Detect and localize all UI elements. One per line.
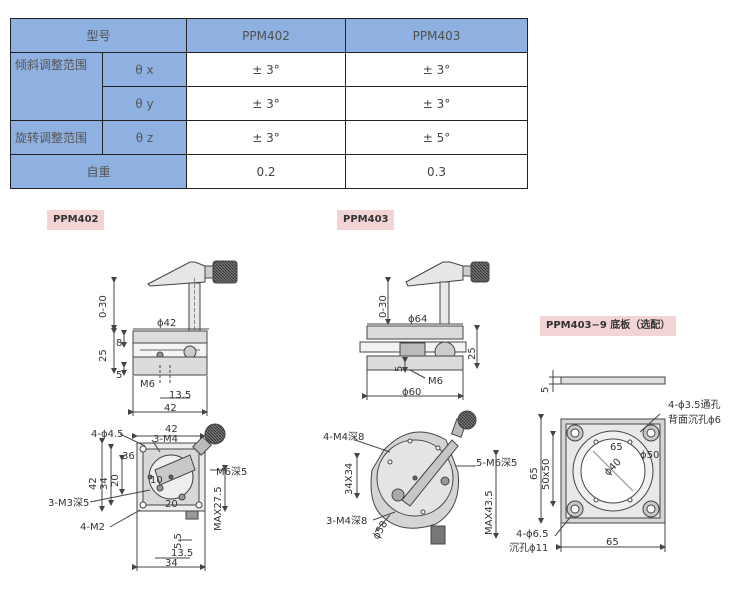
dim403-d60: ϕ60 [402,387,421,398]
dim402-h5: 5 [116,370,122,381]
dim403-d64: ϕ64 [408,314,427,325]
cell-tz-402: ± 3° [186,120,347,155]
dim403-m6deep: 5-M6深5 [476,457,517,469]
dim-base-h5: 5 [540,387,551,393]
dim402-b5-5: 5.5 [173,533,184,549]
dim-base-hole1b: 背面沉孔ϕ6 [668,413,721,426]
dim402-s42: 42 [88,477,99,490]
header-model: 型号 [9,18,188,53]
tag-ppm402: PPM402 [47,210,105,230]
dim402-r36: 36 [122,451,135,462]
ppm402-side-labels: 0-30 ϕ42 8 25 5 M6 13.5 42 [98,295,191,414]
rot-range-label: 旋转调整范围 [10,120,103,155]
dim402-max: MAX27.5 [213,486,224,531]
dim-base-v50: 50x50 [541,459,552,490]
spec-table: 型号 PPM402 PPM403 倾斜调整范围 θ x ± 3° ± 3° θ … [9,18,529,189]
cell-tx-402: ± 3° [186,52,347,87]
dim402-m6: M6 [140,379,155,390]
dim-base-hole2b: 沉孔ϕ11 [509,541,548,554]
dim403-h5: 5 [394,366,405,372]
dim403-h25: 25 [467,347,478,360]
weight-label: 自重 [9,154,188,189]
ppm403-top-labels: 4-M4深8 5-M6深5 34X34 3-M4深8 ϕ58 MAX43.5 [323,431,517,542]
tag-ppm403: PPM403 [337,210,395,230]
dim402-b34: 34 [165,558,178,569]
ppm402-top-labels: 42 4-ϕ4.5 3-M4 36 M6深5 42 34 20 3-M3深5 4… [48,424,247,569]
dim402-b13-5: 13.5 [171,548,193,559]
cell-w-403: 0.3 [345,154,529,189]
dim-base-c65: 65 [610,442,623,453]
dim403-s34: 34X34 [344,463,355,495]
dim402-w13-5: 13.5 [169,390,191,401]
dim402-m2: 4-M2 [80,522,105,533]
ppm403-top-view [354,410,499,545]
dim403-m6: M6 [428,376,443,387]
dim-base-w65: 65 [606,537,619,548]
base-plate-labels: 5 4-ϕ3.5通孔 背面沉孔ϕ6 65 ϕ40 ϕ50 65 50x50 4-… [509,387,721,554]
dim402-s34: 34 [99,477,110,490]
dim403-max: MAX43.5 [484,490,495,535]
ppm403-side-view [359,261,490,400]
dim402-d10: 10 [150,475,163,486]
ppm402-top-view [89,423,228,571]
dim-base-hole1: 4-ϕ3.5通孔 [668,399,720,411]
dim402-m4: 3-M4 [153,434,178,445]
dim403-d58: ϕ58 [371,519,390,541]
cell-ty-403: ± 3° [345,86,529,121]
dim403-m4a: 4-M4深8 [323,431,364,443]
theta-y-label: θ y [101,86,188,121]
cell-ty-402: ± 3° [186,86,347,121]
base-plate-top-view [538,413,666,552]
dim-base-d50: ϕ50 [640,450,659,461]
dim402-hole: 4-ϕ4.5 [91,429,123,440]
dim402-m6deep: M6深5 [216,466,247,478]
tag-base-plate: PPM403−9 底板（选配） [540,316,677,336]
dim403-range: 0-30 [378,295,389,318]
dim402-h25: 25 [98,349,109,362]
ppm403-side-labels: 0-30 ϕ64 25 5 M6 ϕ60 [378,295,478,398]
base-plate-side-view [549,370,666,392]
dim402-s20: 20 [110,474,121,487]
dim-base-v65: 65 [529,467,540,480]
dim402-d42: ϕ42 [157,318,176,329]
dim402-h8: 8 [116,338,122,349]
dim402-m3: 3-M3深5 [48,497,89,509]
cell-tx-403: ± 3° [345,52,529,87]
dim402-top42: 42 [165,424,178,435]
cell-tz-403: ± 5° [345,120,529,155]
dim402-w42: 42 [164,403,177,414]
dim402-d20: 20 [165,499,178,510]
dim403-m4b: 3-M4深8 [326,515,367,527]
ppm402-side-view [111,260,238,416]
theta-x-label: θ x [101,52,188,87]
dim-base-hole2: 4-ϕ6.5 [516,529,548,540]
dim402-range: 0-30 [98,295,109,318]
